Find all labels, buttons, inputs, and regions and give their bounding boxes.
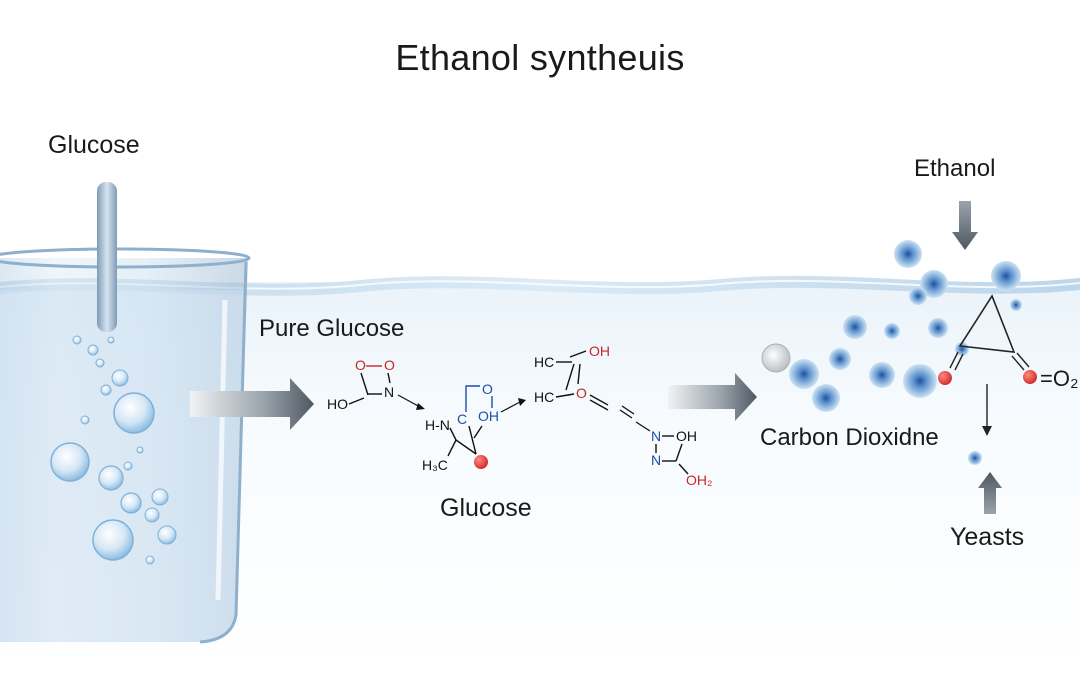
yeasts-arrow — [978, 472, 1002, 514]
svg-text:HC: HC — [534, 389, 554, 405]
molecule-pure-glucose: O O N HO — [327, 357, 425, 412]
svg-text:OH: OH — [478, 408, 499, 424]
svg-text:O: O — [482, 381, 493, 397]
thin-arrow-down — [982, 384, 992, 436]
ethanol-arrow — [952, 201, 978, 250]
molecule-product: N OH N OH₂ — [651, 428, 712, 488]
glucose-molecule-label: Glucose — [440, 494, 532, 522]
svg-text:O: O — [384, 357, 395, 373]
pure-glucose-label: Pure Glucose — [259, 315, 405, 342]
beaker — [0, 247, 251, 644]
ethanol-label: Ethanol — [914, 155, 996, 182]
svg-text:H₃C: H₃C — [422, 457, 448, 473]
svg-text:O: O — [576, 385, 587, 401]
arrow-glucose-to-products — [668, 373, 757, 421]
svg-text:N: N — [651, 452, 661, 468]
glucose-label: Glucose — [48, 131, 140, 159]
co2-molecule — [938, 294, 1037, 385]
svg-text:O: O — [355, 357, 366, 373]
svg-text:OH₂: OH₂ — [686, 472, 712, 488]
arrow-beaker-to-glucose — [190, 378, 314, 430]
stirring-rod — [97, 182, 117, 332]
svg-text:N: N — [651, 428, 661, 444]
molecule-intermediate: HC OH HC O — [534, 343, 651, 432]
svg-text:C: C — [457, 411, 467, 427]
yeasts-label: Yeasts — [950, 523, 1025, 551]
svg-text:HO: HO — [327, 396, 348, 412]
svg-text:N: N — [384, 384, 394, 400]
molecule-glucose-ring: O OH C H-N H₃C — [422, 381, 526, 473]
carbon-dioxide-label: Carbon Dioxidne — [760, 424, 939, 451]
diagram-title: Ethanol syntheuis — [395, 37, 685, 78]
svg-text:OH: OH — [589, 343, 610, 359]
glucose-bubbles — [50, 335, 177, 565]
svg-text:OH: OH — [676, 428, 697, 444]
yeast-cells — [761, 240, 1022, 465]
svg-text:H-N: H-N — [425, 417, 450, 433]
o2-label: =O₂ — [1040, 366, 1079, 391]
svg-text:HC: HC — [534, 354, 554, 370]
